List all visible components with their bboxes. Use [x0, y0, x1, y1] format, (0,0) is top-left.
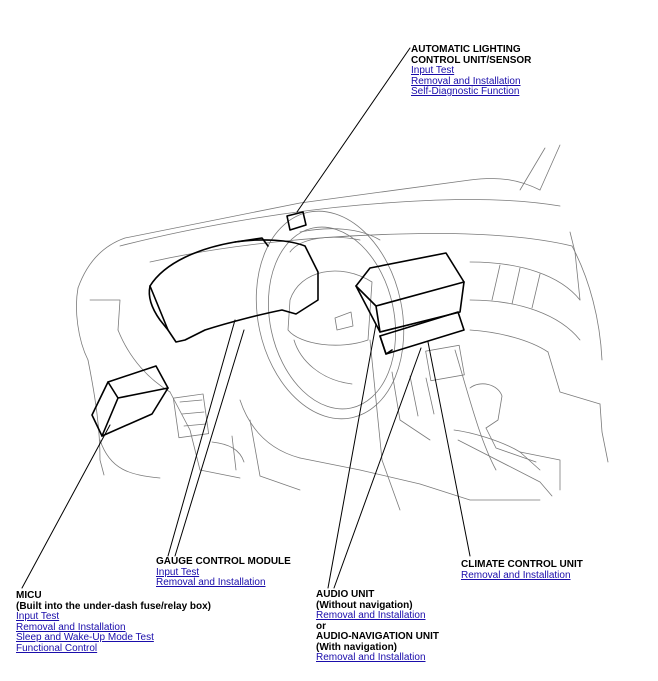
- gauge-input-test-link[interactable]: Input Test: [156, 566, 200, 578]
- callout-audio-unit: AUDIO UNIT (Without navigation) Removal …: [316, 589, 439, 664]
- callout-micu: MICU (Built into the under-dash fuse/rel…: [16, 590, 212, 654]
- climate-removal-link[interactable]: Removal and Installation: [461, 569, 571, 581]
- audio-title: AUDIO UNIT: [316, 589, 375, 600]
- lighting-title-line2: CONTROL UNIT/SENSOR: [411, 54, 532, 66]
- audio-unit-shape: [355, 252, 465, 333]
- leader-climate: [427, 341, 471, 557]
- audio-nav-title: AUDIO-NAVIGATION UNIT: [316, 631, 439, 642]
- lighting-self-diagnostic-link[interactable]: Self-Diagnostic Function: [411, 86, 520, 97]
- audio-nav-subtitle: (With navigation): [316, 641, 398, 653]
- callout-gauge-module: GAUGE CONTROL MODULE Input Test Removal …: [156, 556, 291, 589]
- callout-lighting-unit: AUTOMATIC LIGHTING CONTROL UNIT/SENSOR I…: [411, 44, 532, 98]
- climate-title: CLIMATE CONTROL UNIT: [461, 559, 583, 570]
- leader-lines: [21, 47, 471, 589]
- leader-micu: [21, 424, 111, 589]
- micu-removal-link[interactable]: Removal and Installation: [16, 621, 126, 633]
- micu-functional-control-link[interactable]: Functional Control: [16, 642, 98, 654]
- micu-box-shape: [91, 365, 169, 437]
- audio-removal-link[interactable]: Removal and Installation: [316, 610, 426, 621]
- audio-nav-removal-link[interactable]: Removal and Installation: [316, 652, 426, 663]
- climate-unit-shape: [379, 311, 465, 355]
- lighting-title-line1: AUTOMATIC LIGHTING: [411, 44, 521, 55]
- leader-gauge-1: [167, 319, 236, 557]
- lighting-sensor-shape: [286, 211, 307, 231]
- micu-input-test-link[interactable]: Input Test: [16, 611, 60, 622]
- micu-sleep-wake-link[interactable]: Sleep and Wake-Up Mode Test: [16, 632, 154, 643]
- micu-subtitle: (Built into the under-dash fuse/relay bo…: [16, 600, 212, 612]
- audio-or-separator: or: [316, 620, 326, 632]
- callout-climate-unit: CLIMATE CONTROL UNIT Removal and Install…: [461, 559, 583, 581]
- lighting-removal-link[interactable]: Removal and Installation: [411, 75, 521, 87]
- leader-audio-2: [333, 347, 422, 589]
- gauge-removal-link[interactable]: Removal and Installation: [156, 577, 266, 588]
- lighting-input-test-link[interactable]: Input Test: [411, 65, 455, 76]
- gauge-title: GAUGE CONTROL MODULE: [156, 556, 291, 567]
- component-outlines: [91, 211, 465, 437]
- dashboard-outline: [76, 144, 609, 511]
- leader-lighting: [296, 47, 411, 213]
- audio-subtitle: (Without navigation): [316, 599, 413, 611]
- gauge-module-shape: [149, 239, 319, 343]
- micu-title: MICU: [16, 590, 42, 601]
- leader-gauge-2: [174, 329, 245, 557]
- leader-audio-1: [327, 323, 377, 589]
